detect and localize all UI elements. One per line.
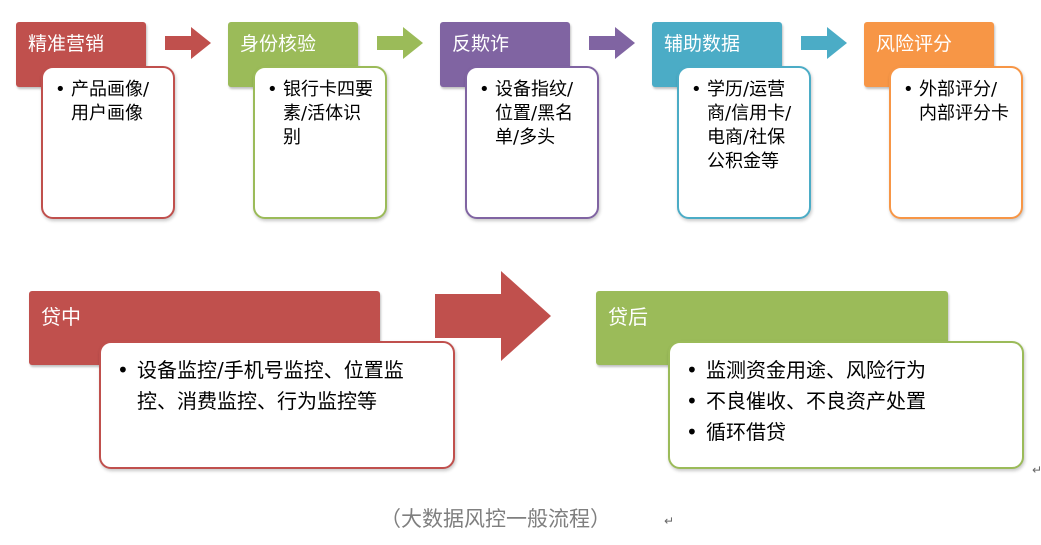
arrow-right-icon bbox=[435, 271, 551, 361]
stage-title: 反欺诈 bbox=[452, 33, 510, 55]
stage-title: 贷后 bbox=[608, 305, 648, 329]
stage-card-identity-verification: 银行卡四要素/活体识别 bbox=[253, 66, 387, 219]
arrow-right-icon bbox=[589, 27, 635, 59]
stage-item: 不良催收、不良资产处置 bbox=[686, 386, 1008, 417]
paragraph-mark-icon: ↵ bbox=[1032, 463, 1041, 477]
stage-item: 设备监控/手机号监控、位置监控、消费监控、行为监控等 bbox=[117, 355, 439, 417]
stage-card-risk-scoring: 外部评分/内部评分卡 bbox=[889, 66, 1023, 219]
paragraph-mark-icon: ↵ bbox=[664, 514, 675, 528]
stage-card-anti-fraud: 设备指纹/位置/黑名单/多头 bbox=[465, 66, 599, 219]
stage-title: 身份核验 bbox=[240, 33, 317, 55]
stage-card-auxiliary-data: 学历/运营商/信用卡/电商/社保公积金等 bbox=[677, 66, 811, 219]
stage-item: 学历/运营商/信用卡/电商/社保公积金等 bbox=[691, 78, 799, 174]
stage-item: 循环借贷 bbox=[686, 417, 1008, 448]
stage-card-in-loan: 设备监控/手机号监控、位置监控、消费监控、行为监控等 bbox=[99, 341, 455, 469]
stage-item: 监测资金用途、风险行为 bbox=[686, 355, 1008, 386]
arrow-right-icon bbox=[801, 27, 847, 59]
stage-item: 银行卡四要素/活体识别 bbox=[267, 78, 375, 150]
stage-item: 产品画像/用户画像 bbox=[55, 78, 163, 126]
stage-title: 贷中 bbox=[41, 305, 81, 329]
arrow-right-icon bbox=[165, 27, 211, 59]
stage-item: 外部评分/内部评分卡 bbox=[903, 78, 1011, 126]
stage-card-precision-marketing: 产品画像/用户画像 bbox=[41, 66, 175, 219]
stage-card-post-loan: 监测资金用途、风险行为 不良催收、不良资产处置 循环借贷 bbox=[668, 341, 1024, 469]
stage-title: 风险评分 bbox=[876, 33, 953, 55]
diagram-caption: （大数据风控一般流程） bbox=[380, 507, 611, 531]
stage-item: 设备指纹/位置/黑名单/多头 bbox=[479, 78, 587, 150]
arrow-right-icon bbox=[377, 27, 423, 59]
stage-title: 辅助数据 bbox=[664, 33, 741, 55]
stage-title: 精准营销 bbox=[28, 33, 105, 55]
